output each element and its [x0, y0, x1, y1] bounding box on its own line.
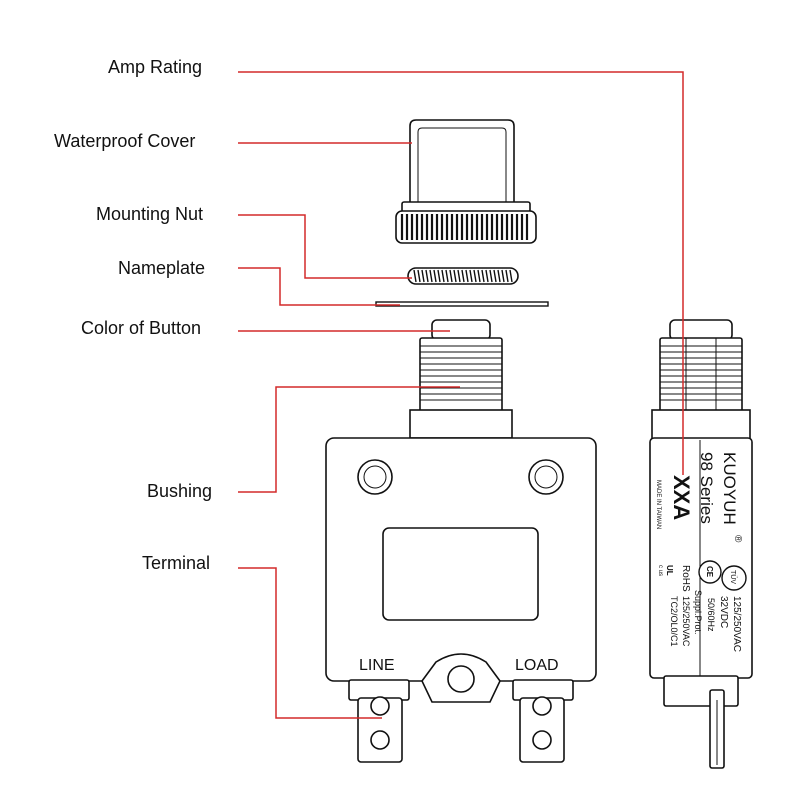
side-rohs: RoHS [680, 565, 691, 592]
hatch-line [417, 269, 421, 283]
callout-label-nameplate: Nameplate [118, 258, 205, 278]
hatch-line [469, 269, 473, 283]
leader-nameplate [238, 267, 400, 306]
terminal-label-line: LINE [359, 657, 395, 674]
side-suppl-prot: Suppl.Prot. [693, 590, 703, 635]
terminal-label-load: LOAD [515, 657, 559, 674]
hatch-line [493, 269, 497, 283]
side-rating-ac-2: 125/250VAC [681, 596, 691, 647]
side-registered: ® [732, 535, 743, 543]
leader-mounting-nut [238, 214, 412, 279]
side-tuv-mark: TÜV [729, 570, 737, 584]
hatch-line [473, 269, 477, 283]
side-ce-mark: CE [705, 566, 714, 578]
side-rating-ac: 125/250VAC [731, 596, 742, 652]
side-label: KUOYUH ® 98 Series XXA MADE IN TAIWAN TÜ… [655, 452, 747, 652]
callout-label-bushing: Bushing [147, 481, 212, 501]
hatch-line [465, 269, 469, 283]
hatch-line [413, 269, 417, 283]
side-series: 98 Series [697, 452, 716, 524]
hatch-line [441, 269, 445, 283]
hatch-line [505, 269, 509, 283]
tuv-mark-icon [721, 565, 747, 591]
callout-label-amp-rating: Amp Rating [108, 57, 202, 77]
hatch-line [453, 269, 457, 283]
mounting-hole-right [528, 459, 564, 495]
ce-mark-icon [698, 560, 722, 584]
side-cus-mark: c us [657, 565, 663, 576]
leader-amp-rating [238, 71, 684, 475]
breaker-side-view: KUOYUH ® 98 Series XXA MADE IN TAIWAN TÜ… [649, 319, 753, 769]
hatch-line [461, 269, 465, 283]
side-bushing-threads [660, 345, 742, 401]
side-amp: XXA [669, 475, 694, 520]
hatch-line [485, 269, 489, 283]
nut-knurl [413, 269, 513, 283]
leader-bushing [238, 386, 460, 493]
hatch-line [497, 269, 501, 283]
hatch-line [437, 269, 441, 283]
hatch-line [457, 269, 461, 283]
collar [409, 409, 513, 439]
side-rating-dc: 32VDC [718, 596, 729, 628]
side-made-in: MADE IN TAIWAN [655, 480, 661, 529]
leader-lines [238, 71, 684, 719]
side-frequency: 50/60Hz [706, 598, 716, 632]
callout-label-terminal: Terminal [142, 553, 210, 573]
leader-terminal [238, 567, 382, 719]
callout-label-waterproof-cover: Waterproof Cover [54, 131, 195, 151]
waterproof-cover [395, 119, 537, 244]
hatch-line [509, 269, 513, 283]
cover-knurl [400, 214, 529, 240]
bushing [419, 337, 503, 413]
breaker-front-view: LINE LOAD [325, 319, 597, 763]
hatch-line [445, 269, 449, 283]
side-class: TC2/OL0/C1 [669, 596, 679, 647]
hatch-line [501, 269, 505, 283]
hatch-line [433, 269, 437, 283]
hatch-line [425, 269, 429, 283]
side-collar [651, 409, 751, 441]
hatch-line [481, 269, 485, 283]
hatch-line [477, 269, 481, 283]
callout-label-color-of-button: Color of Button [81, 318, 201, 338]
mounting-hole-left [357, 459, 393, 495]
hatch-line [449, 269, 453, 283]
side-reset-button [669, 319, 733, 341]
hatch-line [429, 269, 433, 283]
mounting-nut [407, 267, 519, 285]
side-terminal-block [663, 675, 739, 707]
side-ul-mark: UL [665, 565, 674, 576]
side-bushing [659, 337, 743, 413]
label-window [382, 527, 539, 621]
bushing-threads [420, 345, 502, 401]
nameplate [375, 301, 549, 307]
hatch-line [489, 269, 493, 283]
hatch-line [421, 269, 425, 283]
side-brand: KUOYUH [720, 452, 739, 525]
callout-label-mounting-nut: Mounting Nut [96, 204, 203, 224]
reset-button [431, 319, 491, 341]
